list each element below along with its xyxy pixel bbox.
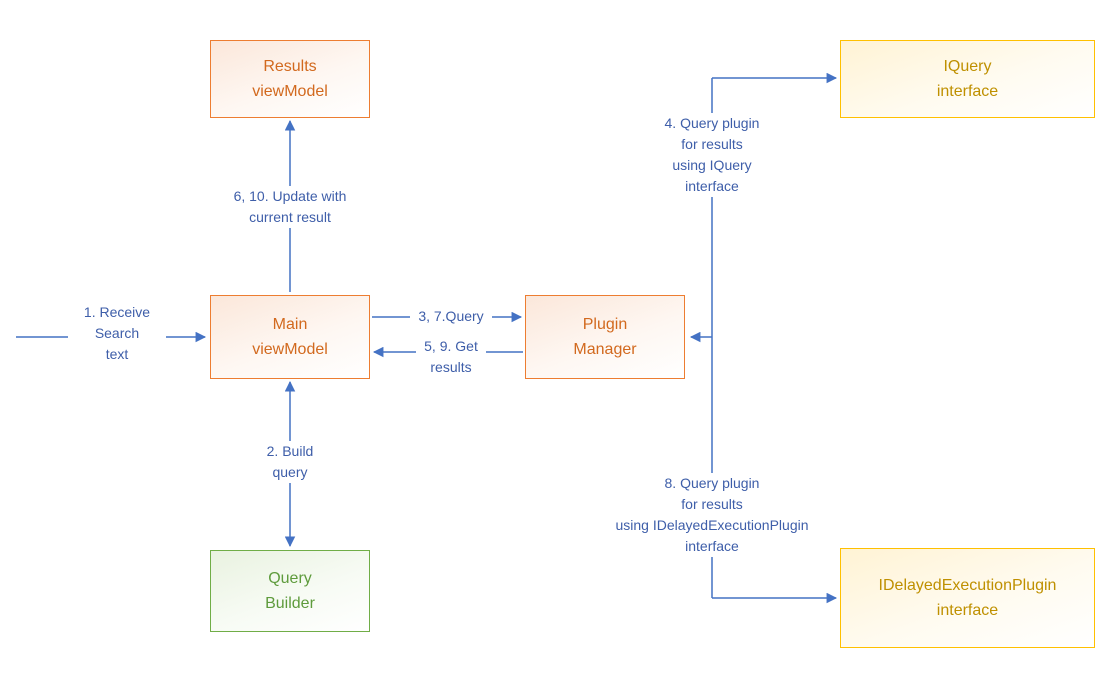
edge-label-query-plugin-iquery: 4. Query plugin for results using IQuery… xyxy=(629,113,795,197)
node-plugin-manager: Plugin Manager xyxy=(525,295,685,379)
node-main-viewmodel: Main viewModel xyxy=(210,295,370,379)
node-idelayedexecutionplugin-interface: IDelayedExecutionPlugin interface xyxy=(840,548,1095,648)
node-query-builder: Query Builder xyxy=(210,550,370,632)
edge-label-build-query: 2. Build query xyxy=(248,441,332,483)
edge-label-receive-search: 1. Receive Search text xyxy=(68,302,166,365)
node-results-viewmodel: Results viewModel xyxy=(210,40,370,118)
edge-label-update-with-current-result: 6, 10. Update with current result xyxy=(203,186,377,228)
edge-label-query: 3, 7.Query xyxy=(410,306,492,327)
edge-label-get-results: 5, 9. Get results xyxy=(416,336,486,378)
edge-label-query-plugin-idelayed: 8. Query plugin for results using IDelay… xyxy=(594,473,830,557)
node-iquery-interface: IQuery interface xyxy=(840,40,1095,118)
